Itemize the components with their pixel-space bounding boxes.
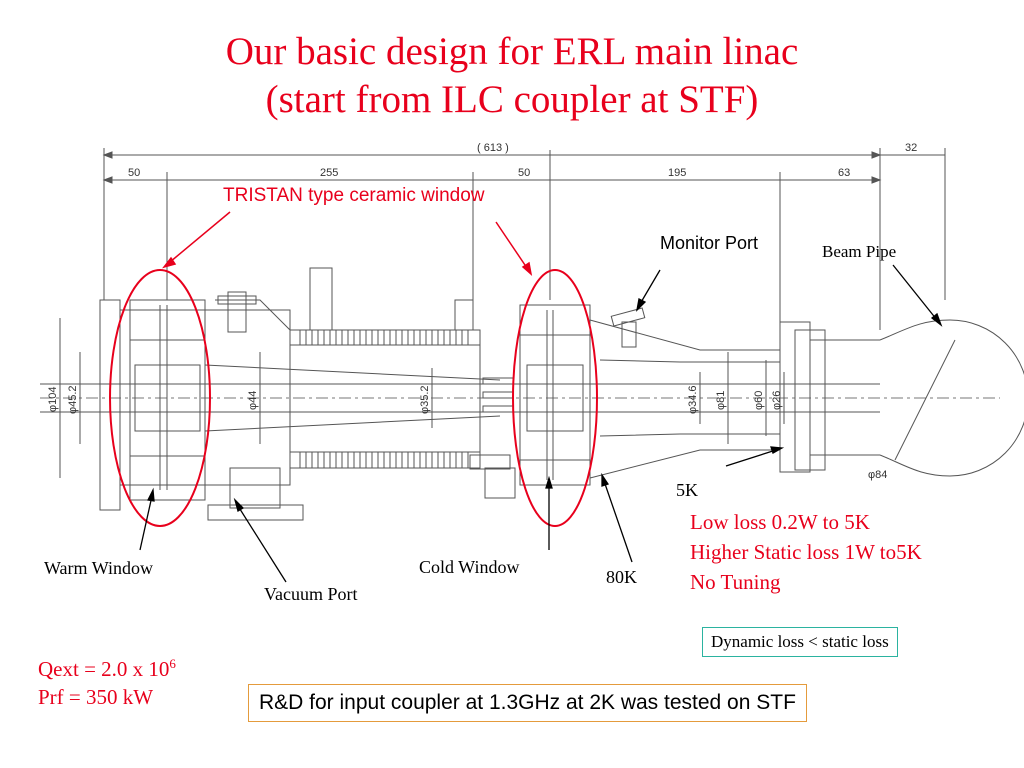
- title-line-2: (start from ILC coupler at STF): [265, 78, 759, 121]
- title-line-1: Our basic design for ERL main linac: [225, 30, 799, 73]
- warm-window-highlight: [109, 269, 211, 527]
- dimension-segment: 195: [668, 167, 686, 179]
- dimension-diameter: φ34.6: [687, 385, 699, 414]
- cold-window-label: Cold Window: [419, 557, 520, 577]
- qext-value: Qext = 2.0 x 106: [38, 656, 176, 681]
- dimension-segment: 255: [320, 167, 338, 179]
- dimension-diameter: φ81: [715, 391, 727, 410]
- dimension-extra: 32: [905, 142, 917, 154]
- monitor-port-label: Monitor Port: [660, 233, 759, 253]
- rd-note-box: R&D for input coupler at 1.3GHz at 2K wa…: [248, 684, 807, 722]
- 5k-label: 5K: [676, 480, 698, 500]
- vacuum-port-label: Vacuum Port: [264, 584, 358, 604]
- warm-window-label: Warm Window: [44, 558, 153, 578]
- note-line: No Tuning: [690, 570, 781, 594]
- dimension-diameter: φ44: [247, 391, 259, 410]
- dimension-total: ( 613 ): [477, 142, 509, 154]
- dimension-diameter: φ26: [771, 391, 783, 410]
- dimension-segment: 50: [518, 167, 530, 179]
- beam-pipe-label: Beam Pipe: [822, 242, 897, 261]
- dimension-diameter: φ45.2: [67, 385, 79, 414]
- dimension-segment: 63: [838, 167, 850, 179]
- coupler-params: Qext = 2.0 x 106 Prf = 350 kW: [38, 650, 176, 711]
- 80k-label: 80K: [606, 567, 637, 587]
- note-line: Higher Static loss 1W to5K: [690, 540, 922, 564]
- dimension-diameter: φ84: [868, 469, 887, 481]
- ceramic-window-label: TRISTAN type ceramic window: [223, 185, 485, 206]
- dimension-segment: 50: [128, 167, 140, 179]
- loss-notes: Low loss 0.2W to 5K Higher Static loss 1…: [690, 507, 922, 597]
- dimension-diameter: φ35.2: [419, 385, 431, 414]
- dimension-diameter: φ104: [47, 387, 59, 413]
- dimension-diameter: φ60: [753, 391, 765, 410]
- cold-window-highlight: [512, 269, 598, 527]
- prf-value: Prf = 350 kW: [38, 685, 154, 709]
- dynamic-loss-box: Dynamic loss < static loss: [702, 627, 898, 657]
- note-line: Low loss 0.2W to 5K: [690, 510, 870, 534]
